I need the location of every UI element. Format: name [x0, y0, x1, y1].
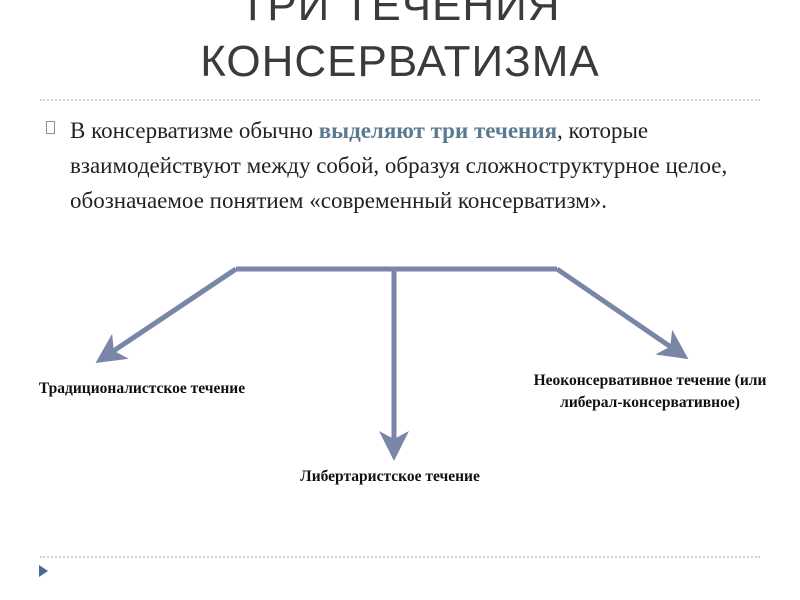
- play-triangle-icon[interactable]: [39, 565, 48, 577]
- title-line-1: ТРИ ТЕЧЕНИЯ: [239, 0, 561, 30]
- label-traditionalist: Традиционалистское течение: [38, 380, 246, 397]
- paragraph-text-before: В консерватизме обычно: [70, 118, 319, 143]
- paragraph-highlight: выделяют три течения: [318, 118, 558, 143]
- label-neoconservative: Неоконсервативное течение (или либерал-к…: [533, 372, 767, 411]
- body-paragraph: В консерватизме обычно выделяют три тече…: [70, 113, 730, 218]
- title-line-2: КОНСЕРВАТИЗМА: [200, 37, 600, 86]
- top-divider: [40, 99, 760, 101]
- arrow-left: [95, 266, 238, 364]
- arrow-right: [555, 266, 689, 360]
- square-bullet-icon: [46, 121, 55, 134]
- slide-title: ТРИ ТЕЧЕНИЯ КОНСЕРВАТИЗМА: [0, 0, 800, 90]
- label-libertarian: Либертаристское течение: [300, 468, 480, 485]
- bottom-divider: [40, 556, 760, 558]
- paragraph-text-after: , которые взаимодействуют между собой, о…: [70, 118, 728, 213]
